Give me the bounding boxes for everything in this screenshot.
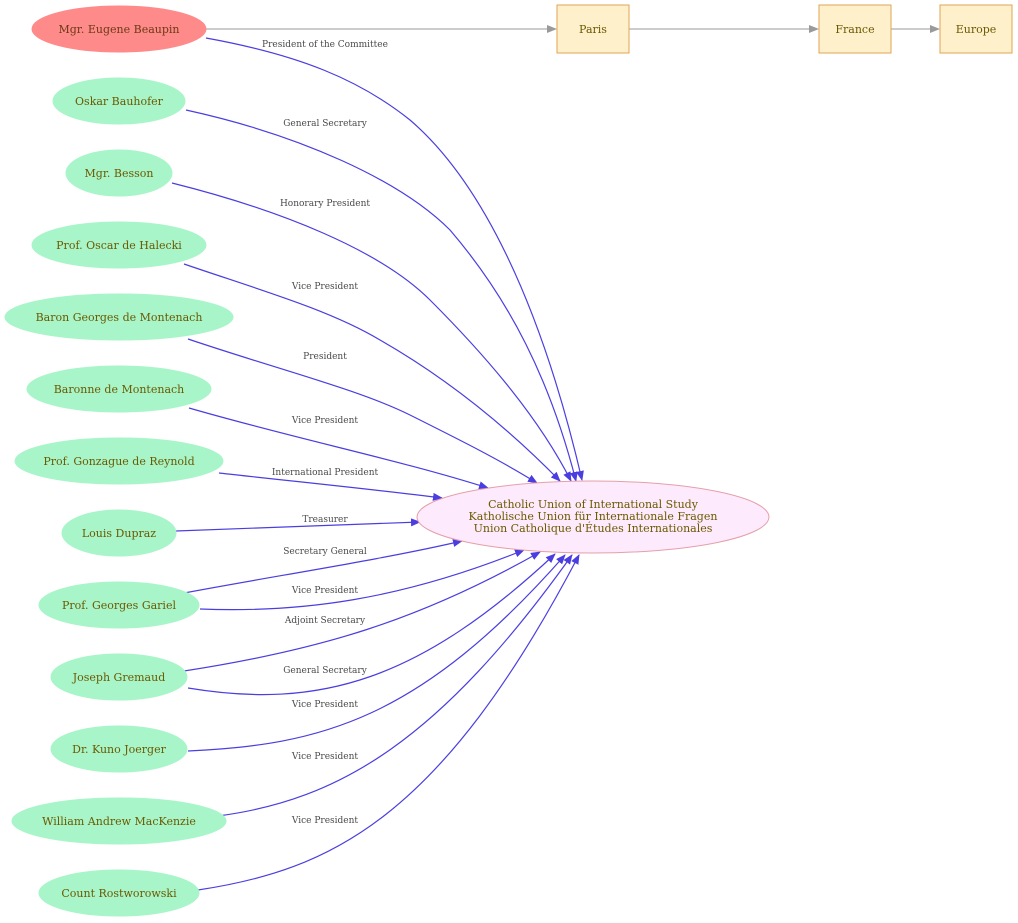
edge-bauhofer-to-union	[185, 109, 578, 482]
edge-gremaud-adjoint-secretary	[183, 551, 541, 672]
edge-label-gariel-2: Vice President	[291, 586, 359, 596]
edge-gariel-secretary-general	[183, 539, 463, 594]
node-person-halecki[interactable]: Prof. Oscar de Halecki	[31, 221, 207, 269]
edge-dupraz-to-union	[175, 518, 421, 532]
edge-label-besson: Honorary President	[280, 199, 370, 209]
edge-g-montenach-to-union	[187, 338, 538, 484]
node-label: Dr. Kuno Joerger	[72, 743, 166, 756]
node-label: Europe	[956, 23, 997, 36]
edge-mackenzie-to-union	[217, 554, 573, 817]
edge-b-montenach-to-union	[188, 407, 489, 490]
edge-label-gariel-1: Secretary General	[283, 547, 367, 557]
node-label: France	[835, 23, 874, 36]
edge-gremaud-general-secretary	[187, 553, 556, 696]
edge-label-joerger: Vice President	[291, 700, 359, 710]
node-label: Louis Dupraz	[82, 527, 156, 540]
edge-label-gremaud-2: General Secretary	[283, 666, 367, 676]
edge-label-reynold: International President	[272, 468, 379, 478]
edge-label-mackenzie: Vice President	[291, 752, 359, 762]
node-person-besson[interactable]: Mgr. Besson	[65, 149, 173, 197]
edge-reynold-to-union	[218, 472, 443, 501]
node-organization[interactable]: Catholic Union of International Study Ka…	[416, 480, 770, 554]
node-location-europe[interactable]: Europe	[939, 4, 1013, 54]
node-person-b-montenach[interactable]: Baronne de Montenach	[26, 365, 212, 413]
node-label: Count Rostworowski	[61, 887, 177, 900]
edge-label-rostworowski: Vice President	[291, 816, 359, 826]
node-label: Prof. Oscar de Halecki	[56, 239, 182, 252]
node-label: Mgr. Eugene Beaupin	[59, 23, 180, 36]
organization-name-en: Catholic Union of International Study	[488, 498, 699, 511]
edge-joerger-to-union	[187, 554, 566, 752]
node-person-mackenzie[interactable]: William Andrew MacKenzie	[11, 797, 227, 845]
node-person-gariel[interactable]: Prof. Georges Gariel	[38, 581, 200, 629]
node-person-dupraz[interactable]: Louis Dupraz	[61, 509, 177, 557]
edge-label-root-role: President of the Committee	[262, 40, 388, 50]
edge-rostworowski-to-union	[197, 554, 580, 891]
node-label: Prof. Georges Gariel	[62, 599, 176, 612]
edge-label-dupraz: Treasurer	[302, 515, 348, 525]
node-label: Baron Georges de Montenach	[36, 311, 203, 324]
edge-besson-to-union	[171, 182, 572, 482]
node-location-paris[interactable]: Paris	[556, 4, 630, 54]
edge-label-halecki: Vice President	[291, 282, 359, 292]
node-person-bauhofer[interactable]: Oskar Bauhofer	[52, 77, 186, 125]
node-root-person[interactable]: Mgr. Eugene Beaupin	[31, 5, 207, 53]
node-person-rostworowski[interactable]: Count Rostworowski	[38, 869, 200, 917]
edge-label-g-montenach: President	[303, 352, 347, 362]
node-label: Oskar Bauhofer	[75, 95, 164, 108]
edge-label-b-montenach: Vice President	[291, 416, 359, 426]
node-label: Prof. Gonzague de Reynold	[43, 455, 194, 468]
edge-gariel-vice-president	[199, 549, 525, 611]
node-person-g-montenach[interactable]: Baron Georges de Montenach	[4, 293, 234, 341]
node-label: Joseph Gremaud	[72, 671, 165, 684]
organization-name-de: Katholische Union für Internationale Fra…	[469, 510, 718, 523]
node-person-gremaud[interactable]: Joseph Gremaud	[50, 653, 188, 701]
node-person-joerger[interactable]: Dr. Kuno Joerger	[50, 725, 188, 773]
edge-halecki-to-union	[183, 263, 561, 482]
node-label: Baronne de Montenach	[54, 383, 185, 396]
edge-label-bauhofer: General Secretary	[283, 119, 367, 129]
node-label: Mgr. Besson	[85, 167, 154, 180]
edge-label-gremaud-1: Adjoint Secretary	[284, 616, 366, 626]
node-location-france[interactable]: France	[818, 4, 892, 54]
node-person-reynold[interactable]: Prof. Gonzague de Reynold	[14, 437, 224, 485]
node-label: Paris	[579, 23, 607, 36]
edge-beaupin-to-union	[205, 37, 584, 481]
organization-name-fr: Union Catholique d'Études Internationale…	[474, 521, 713, 535]
node-label: William Andrew MacKenzie	[42, 815, 196, 828]
